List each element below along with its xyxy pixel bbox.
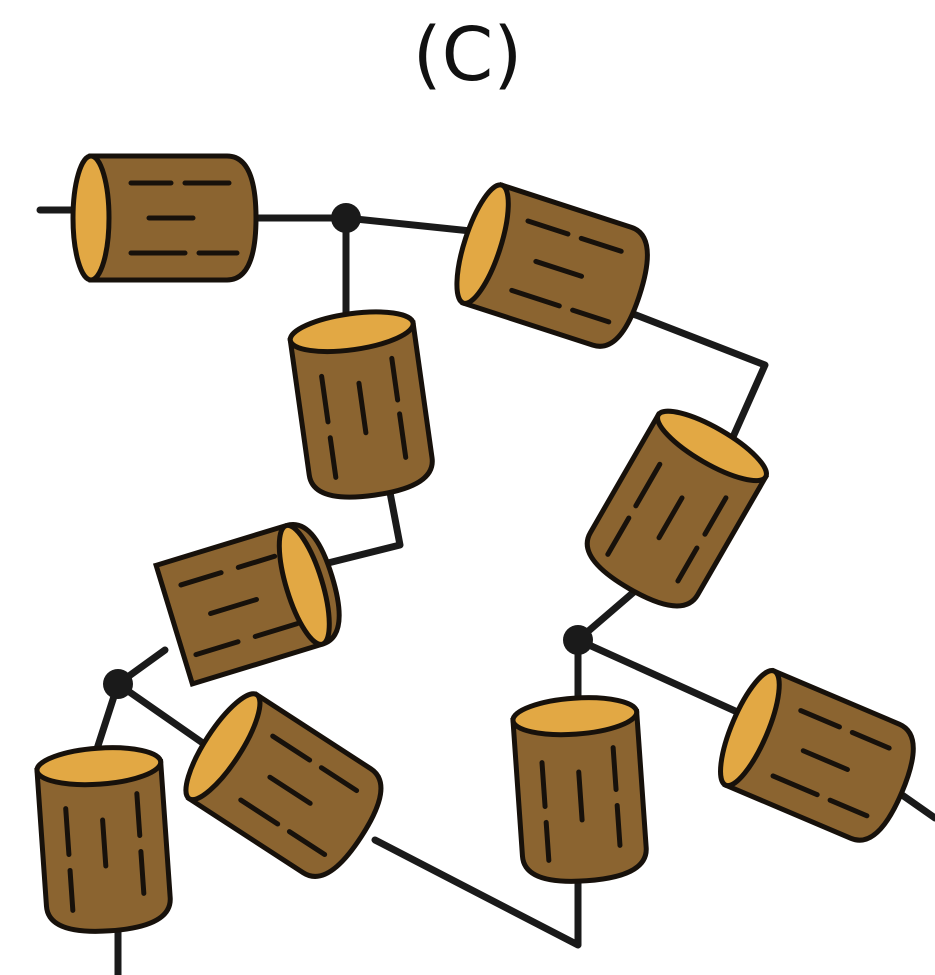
junction-nodes — [103, 203, 593, 699]
cylinder-segment-icon — [584, 408, 770, 609]
junction-node-icon — [103, 669, 133, 699]
cylinder-segment-icon — [152, 522, 342, 688]
connector-bottom-v — [371, 836, 582, 949]
connector-right-hub-right — [574, 636, 759, 724]
connector-middle-bend — [316, 478, 404, 569]
panel-label: (C) — [412, 12, 523, 98]
cylinder-segment-icon — [34, 745, 173, 934]
cylinder-segment-icon — [718, 667, 916, 843]
cylinder-segment-icon — [183, 691, 384, 879]
cylinder-segment-icon — [70, 153, 259, 283]
connector-right-upper — [606, 301, 769, 459]
junction-node-icon — [563, 625, 593, 655]
junction-node-icon — [331, 203, 361, 233]
cylinder-segment-icon — [287, 309, 435, 500]
cylinder-segment-icon — [510, 695, 649, 884]
cylinder-segment-icon — [454, 182, 650, 349]
